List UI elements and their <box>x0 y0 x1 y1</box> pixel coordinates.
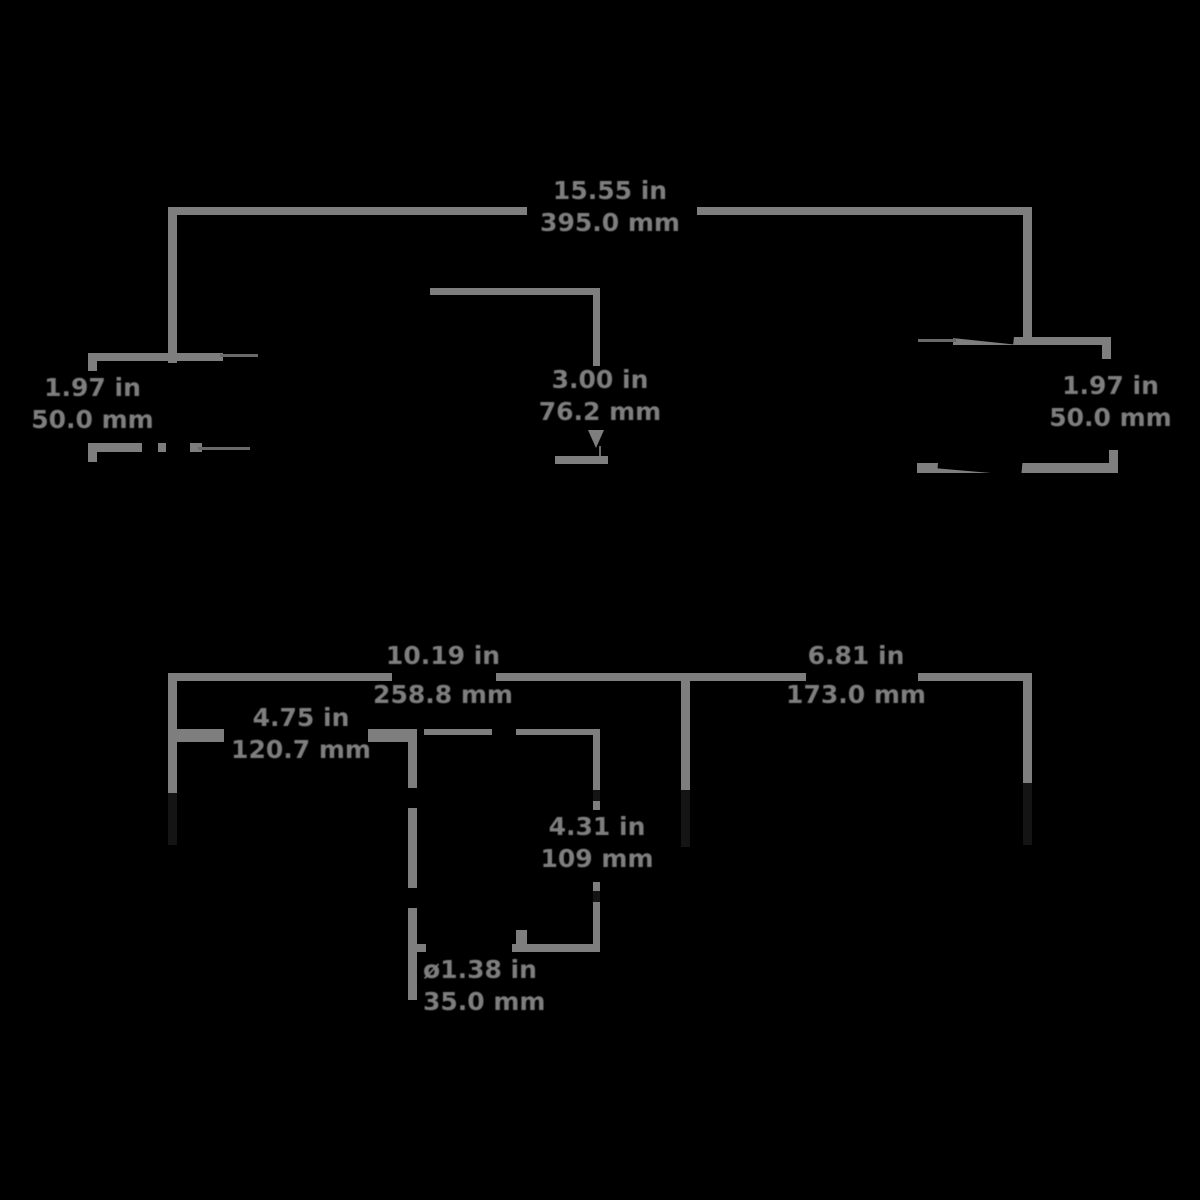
side-offset-vline-occlusion-1 <box>408 788 417 808</box>
side-drop-mm: 109 mm <box>540 844 654 873</box>
side-top-dim-line-3 <box>918 673 1032 681</box>
front-left-occlusion-1 <box>142 443 158 452</box>
side-diameter-inches: ø1.38 in <box>423 955 537 984</box>
side-bottom-occlusion <box>426 944 512 952</box>
front-left-occlusion-2 <box>166 443 190 452</box>
side-right-span-inches: 6.81 in <box>807 641 905 670</box>
side-offset-vline-occlusion-2 <box>408 888 417 908</box>
side-right-span-label: 6.81 in 173.0 mm <box>781 642 931 708</box>
side-diameter-label: ø1.38 in 35.0 mm <box>423 955 546 1016</box>
front-right-bracket-top-stub <box>1102 337 1111 359</box>
side-left-span-inches: 10.19 in <box>385 641 501 670</box>
side-top-dim-line-2 <box>496 673 806 681</box>
side-drop-vline-upper <box>593 729 600 810</box>
front-left-bracket-top-line <box>88 353 223 361</box>
side-drop-inches: 4.31 in <box>548 812 646 841</box>
side-offset-dim-line-right <box>368 729 416 742</box>
front-overall-extension-left <box>168 207 177 363</box>
front-center-dim-label: 3.00 in 76.2 mm <box>525 366 675 425</box>
front-spout-edge-line <box>555 456 608 464</box>
side-extension-right-occluded <box>1023 783 1032 845</box>
front-left-offset-inches: 1.97 in <box>44 373 141 402</box>
side-offset-mm: 120.7 mm <box>231 735 371 764</box>
side-bottom-tab <box>516 930 527 946</box>
side-drop-vline-tick-2 <box>593 891 600 902</box>
front-right-bracket-top-line <box>953 337 1111 345</box>
front-left-leader-bottom <box>198 447 250 450</box>
front-left-offset-label: 1.97 in 50.0 mm <box>30 374 155 433</box>
front-center-dim-hline <box>430 288 600 295</box>
side-diameter-mm: 35.0 mm <box>423 987 546 1016</box>
front-left-leader-top <box>220 354 258 357</box>
front-left-bracket-top-stub <box>88 353 97 371</box>
front-overall-dim-mm: 395.0 mm <box>540 208 680 237</box>
front-overall-dim-line-right <box>697 207 1032 215</box>
front-center-dim-vline <box>593 288 600 366</box>
front-overall-dim-inches: 15.55 in <box>552 176 668 205</box>
front-overall-dim-line-left <box>168 207 527 215</box>
side-offset-label: 4.75 in 120.7 mm <box>226 704 376 763</box>
front-right-offset-mm: 50.0 mm <box>1049 403 1172 432</box>
side-extension-middle-occluded <box>681 790 690 847</box>
side-offset-inches: 4.75 in <box>252 703 350 732</box>
front-right-offset-inches: 1.97 in <box>1062 371 1159 400</box>
front-overall-dim-label: 15.55 in 395.0 mm <box>535 177 685 236</box>
side-extension-right <box>1023 673 1032 783</box>
side-offset-vline <box>408 729 417 1000</box>
side-right-span-mm: 173.0 mm <box>786 680 926 709</box>
front-right-leader-top <box>918 339 956 342</box>
side-drop-vline-lower <box>593 882 600 945</box>
side-left-span-label: 10.19 in 258.8 mm <box>368 642 518 708</box>
side-extension-middle <box>681 673 690 790</box>
front-center-dim-inches: 3.00 in <box>551 365 649 394</box>
front-center-dim-arrow-icon <box>588 430 604 448</box>
side-drop-label: 4.31 in 109 mm <box>522 813 672 872</box>
side-left-span-mm: 258.8 mm <box>373 680 513 709</box>
front-center-dim-arrow-tip <box>599 446 601 458</box>
side-extension-left-occluded <box>168 793 177 845</box>
side-drop-top-occlusion <box>492 727 516 737</box>
front-right-offset-label: 1.97 in 50.0 mm <box>1048 372 1173 431</box>
side-top-dim-line-1 <box>168 673 392 681</box>
front-overall-extension-right <box>1023 207 1032 338</box>
side-offset-dim-line-left <box>168 729 224 742</box>
front-right-bracket-bottom-stub <box>1109 450 1118 464</box>
front-center-dim-mm: 76.2 mm <box>538 397 662 426</box>
side-drop-vline-tick-1 <box>593 790 600 801</box>
front-left-offset-mm: 50.0 mm <box>31 405 154 434</box>
front-left-bracket-bottom-stub <box>88 443 97 462</box>
